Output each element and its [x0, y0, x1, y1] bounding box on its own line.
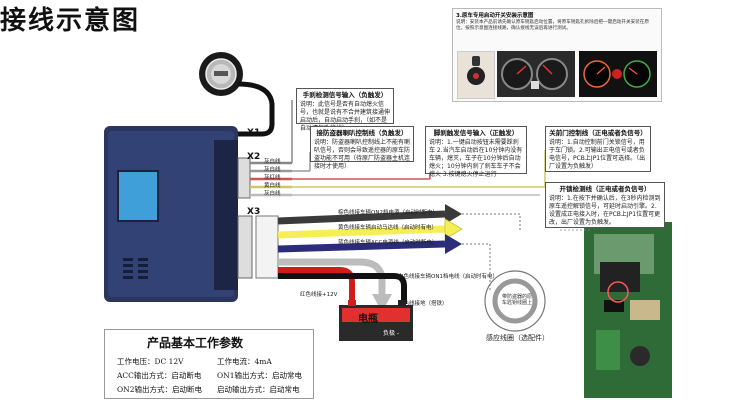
- start-button-icon: [199, 52, 243, 96]
- battery-label: 电瓶: [358, 314, 378, 325]
- door-body: 说明：1.自动控制前门关锁信号，用于车门锁。2.可输出正电信号或者负电信号，PC…: [549, 139, 646, 170]
- wire-label: 灰白线: [264, 167, 281, 173]
- handbrake-box: 手刹检测信号输入（负触发） 说明：此信号是否有自动熄火信号，也就是说有不合并建筑…: [296, 88, 394, 132]
- brake-body: 说明：1.一键启动按钮未需要踩刹车 2.当汽车启动后在10分钟内没有车辆，熄灭，…: [429, 139, 523, 178]
- params-on1: ON1输出方式：启动常电: [217, 371, 302, 380]
- on2-wire-label: 棕色线接车辆ON2档电源（启动时断电）: [338, 210, 438, 216]
- x3-power-wires: [237, 204, 521, 312]
- trunk-body: 说明：1.在按下并确认后，在3秒内检测到原车遥控解锁信号，可延时启动引擎。2.设…: [549, 195, 661, 226]
- install-photo-gauges: [579, 51, 657, 97]
- pcb-photo: [584, 222, 672, 398]
- door-heading: 关前门控制线（正电或者负信号）: [549, 129, 647, 137]
- anti-theft-body: 说明：防盗器喇叭控制线上不能有喇叭信号，否则会导致遥控器的原车防盗功能不可用（待…: [314, 139, 411, 170]
- sensor-ring-icon: [484, 270, 546, 332]
- anti-theft-heading: 接防盗器喇叭控制线（负触发）: [316, 129, 408, 137]
- battery-minus-label: 负极 -: [383, 330, 400, 337]
- install-panel-text: 说明：安装本产品前请先确认原车钥匙启动位置，将原车钥匙孔拆除后把一键启动开关安装…: [456, 20, 649, 31]
- params-on2: ON2输出方式：启动断电: [117, 385, 202, 394]
- install-photo-dashboard: [497, 51, 575, 97]
- anti-theft-box: 接防盗器喇叭控制线（负触发） 说明：防盗器喇叭控制线上不能有喇叭信号，否则会导致…: [310, 126, 414, 170]
- trunk-heading: 开锁检测线（正电或者负信号）: [559, 185, 651, 193]
- battery-icon: [339, 300, 413, 341]
- params-panel: 产品基本工作参数 工作电压：DC 12V 工作电流：4mA ACC输出方式：启动…: [104, 329, 314, 399]
- install-panel: 3.原车专用启动开关安装示意图 说明：安装本产品前请先确认原车钥匙启动位置，将原…: [452, 8, 662, 102]
- on1-wire-label: 白色线接车辆ON1档电线（启动时有电）: [398, 274, 498, 280]
- ign-wire-label: 黄色线接车辆启动马达线（启动时有电）: [338, 225, 438, 231]
- wire-label: 黄白线: [264, 183, 281, 189]
- params-current: 工作电流：4mA: [217, 357, 272, 366]
- acc-wire-label: 蓝色线接车辆ACC电源线（启动时断电）: [338, 240, 438, 246]
- x2-wire-bundle: [237, 100, 546, 199]
- install-panel-heading: 3.原车专用启动开关安装示意图: [456, 13, 534, 19]
- power-wire-label: 红色线接+12V: [300, 292, 338, 298]
- connector-label-x3: X3: [247, 207, 261, 217]
- x1-cable: [233, 81, 275, 137]
- page-title: 接线示意图: [0, 6, 141, 36]
- params-acc: ACC输出方式：启动断电: [117, 371, 202, 380]
- wire-label: 灰白线: [264, 191, 281, 197]
- connector-label-x1: X1: [247, 128, 261, 138]
- brake-box: 脚刹触发信号输入（正触发） 说明：1.一键启动按钮未需要踩刹车 2.当汽车启动后…: [425, 126, 527, 178]
- control-module: [104, 126, 238, 302]
- sensor-caption: 感应线圈（选配件）: [486, 334, 549, 342]
- install-photo-keyfob: [457, 51, 495, 99]
- connector-label-x2: X2: [247, 152, 261, 162]
- brake-heading: 脚刹触发信号输入（正触发）: [433, 129, 519, 137]
- params-ign: 启动输出方式：启动常电: [217, 385, 300, 394]
- ground-wire-label: 黑色线接地（搭铁）: [398, 301, 448, 307]
- wire-label: 灰红线: [264, 175, 281, 181]
- handbrake-heading: 手刹检测信号输入（负触发）: [302, 91, 388, 99]
- trunk-box: 开锁检测线（正电或者负信号） 说明：1.在按下并确认后，在3秒内检测到原车遥控解…: [545, 182, 665, 228]
- params-title: 产品基本工作参数: [147, 336, 244, 350]
- door-box: 关前门控制线（正电或者负信号） 说明：1.自动控制前门关锁信号，用于车门锁。2.…: [545, 126, 651, 172]
- params-voltage: 工作电压：DC 12V: [117, 357, 184, 366]
- wire-label: 灰白线: [264, 159, 281, 165]
- sensor-ring-text: 带防盗器的原车匙钥线圈上: [501, 294, 532, 306]
